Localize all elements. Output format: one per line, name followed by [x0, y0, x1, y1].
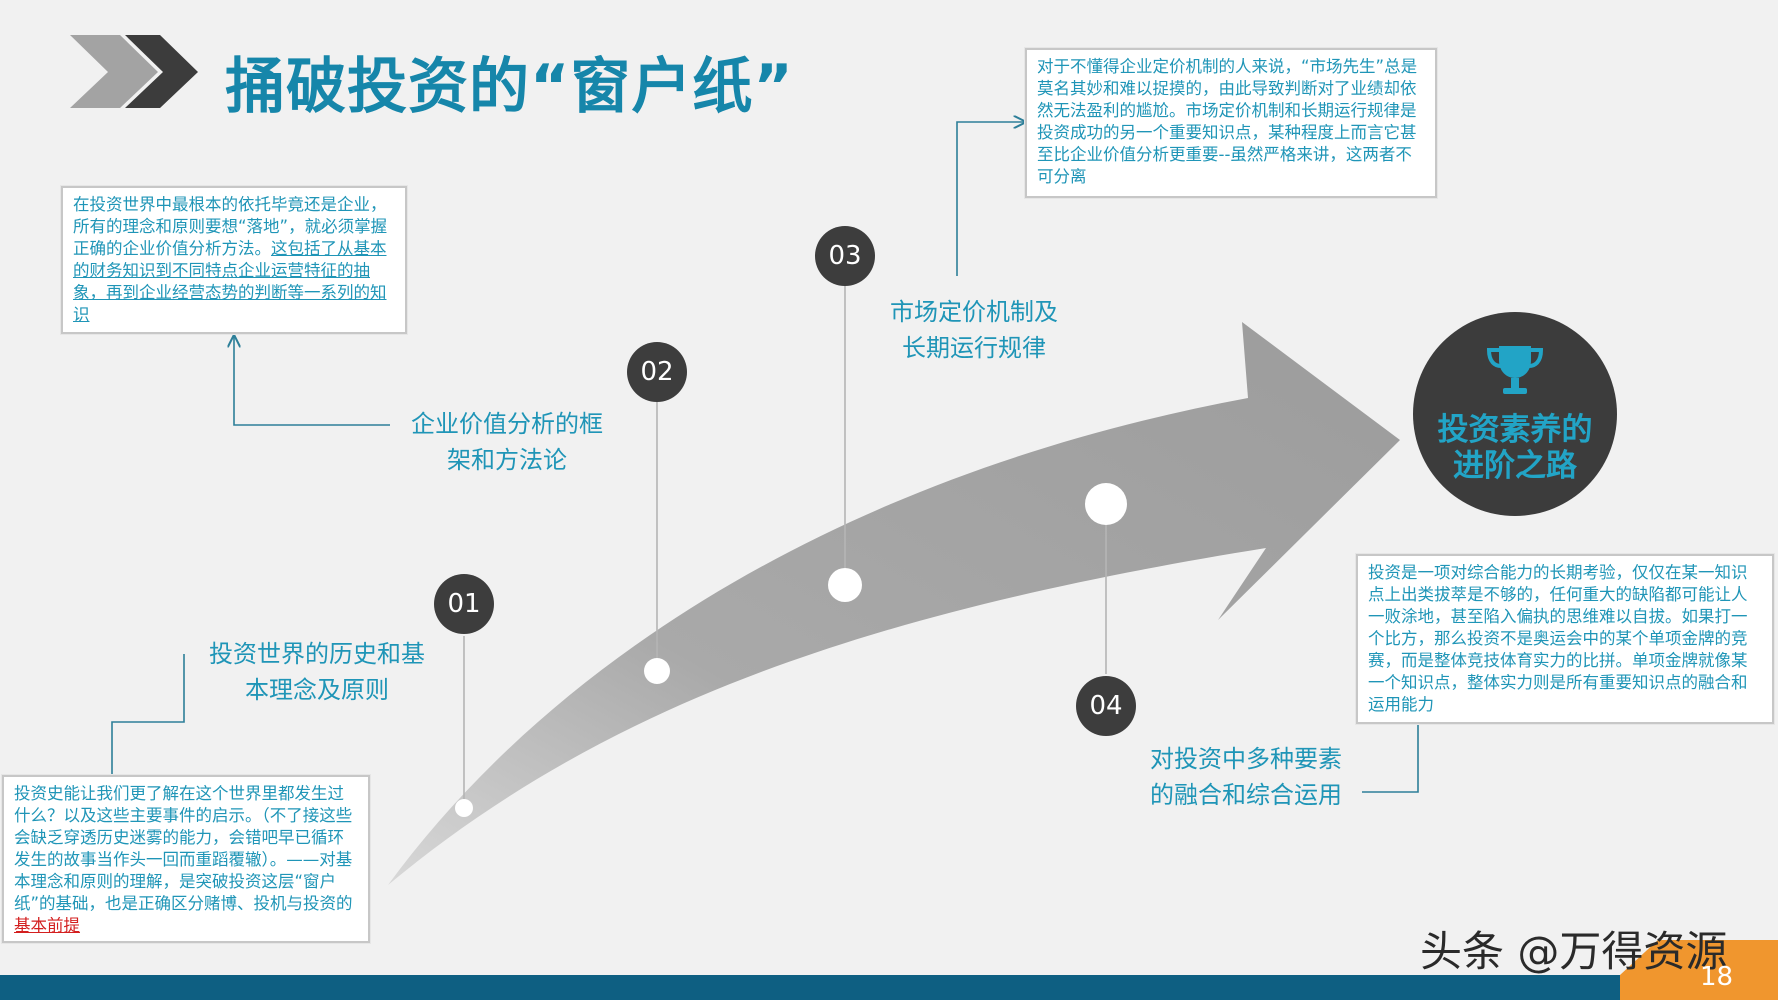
growth-arrow	[388, 322, 1400, 885]
badge-01: 01	[434, 574, 494, 634]
stage-label-03-line1: 市场定价机制及	[890, 298, 1058, 326]
dot-02	[644, 658, 670, 684]
chevron-logo-icon	[70, 35, 198, 108]
note-01-emphasis: 基本前提	[14, 916, 80, 935]
stage-label-01-line2: 本理念及原则	[245, 676, 389, 704]
dot-03	[828, 568, 862, 602]
stage-label-04-line1: 对投资中多种要素	[1150, 745, 1342, 773]
stage-label-02: 企业价值分析的框 架和方法论	[392, 406, 622, 478]
goal-line1: 投资素养的	[1437, 412, 1593, 448]
note-04-text: 投资是一项对综合能力的长期考验，仅仅在某一知识点上出类拔萃是不够的，任何重大的缺…	[1368, 563, 1748, 714]
note-02-underlined: 这包括了从基本的财务知识到不同特点企业运营特征的抽象，再到企业经营态势的判断等一…	[73, 239, 387, 324]
connector-03	[956, 122, 1025, 276]
arrow-dots	[455, 483, 1127, 817]
dot-04	[1085, 483, 1127, 525]
badge-stems	[463, 286, 1107, 808]
stage-label-02-line1: 企业价值分析的框	[411, 410, 603, 438]
goal-text: 投资素养的 进阶之路	[1413, 412, 1617, 484]
note-box-04: 投资是一项对综合能力的长期考验，仅仅在某一知识点上出类拔萃是不够的，任何重大的缺…	[1356, 554, 1774, 724]
stage-label-01-line1: 投资世界的历史和基	[209, 640, 425, 668]
badge-02: 02	[627, 342, 687, 402]
stage-label-02-line2: 架和方法论	[447, 446, 567, 474]
connector-01	[112, 654, 185, 790]
connector-02	[234, 336, 390, 426]
stage-label-04-line2: 的融合和综合运用	[1150, 781, 1342, 809]
note-02-text: 在投资世界中最根本的依托毕竟还是企业，所有的理念和原则要想“落地”，就必须掌握正…	[73, 195, 388, 258]
stage-label-01: 投资世界的历史和基 本理念及原则	[190, 636, 444, 708]
connector-lines	[112, 122, 1418, 793]
page-number: 18	[1700, 962, 1734, 992]
goal-line2: 进阶之路	[1453, 448, 1577, 484]
goal-circle: 投资素养的 进阶之路	[1413, 312, 1617, 516]
badge-03: 03	[815, 226, 875, 286]
note-03-text: 对于不懂得企业定价机制的人来说，“市场先生”总是莫名其妙和难以捉摸的，由此导致判…	[1037, 57, 1418, 186]
note-01-text: 投资史能让我们更了解在这个世界里都发生过什么？以及这些主要事件的启示。（不了接这…	[14, 784, 353, 913]
stage-label-04: 对投资中多种要素 的融合和综合运用	[1130, 741, 1362, 813]
footer-bar	[0, 940, 1778, 1000]
note-box-01: 投资史能让我们更了解在这个世界里都发生过什么？以及这些主要事件的启示。（不了接这…	[2, 775, 370, 943]
badge-04: 04	[1076, 676, 1136, 736]
stage-label-03: 市场定价机制及 长期运行规律	[864, 294, 1084, 366]
trophy-icon	[1486, 346, 1544, 394]
stage-label-03-line2: 长期运行规律	[902, 334, 1046, 362]
watermark-text: 头条 @万得资源	[1420, 927, 1728, 976]
note-box-03: 对于不懂得企业定价机制的人来说，“市场先生”总是莫名其妙和难以捉摸的，由此导致判…	[1025, 48, 1437, 198]
dot-01	[455, 799, 473, 817]
page-title: 捅破投资的“窗户纸”	[225, 52, 794, 122]
connector-04	[1362, 710, 1418, 793]
note-box-02: 在投资世界中最根本的依托毕竟还是企业，所有的理念和原则要想“落地”，就必须掌握正…	[61, 186, 407, 334]
